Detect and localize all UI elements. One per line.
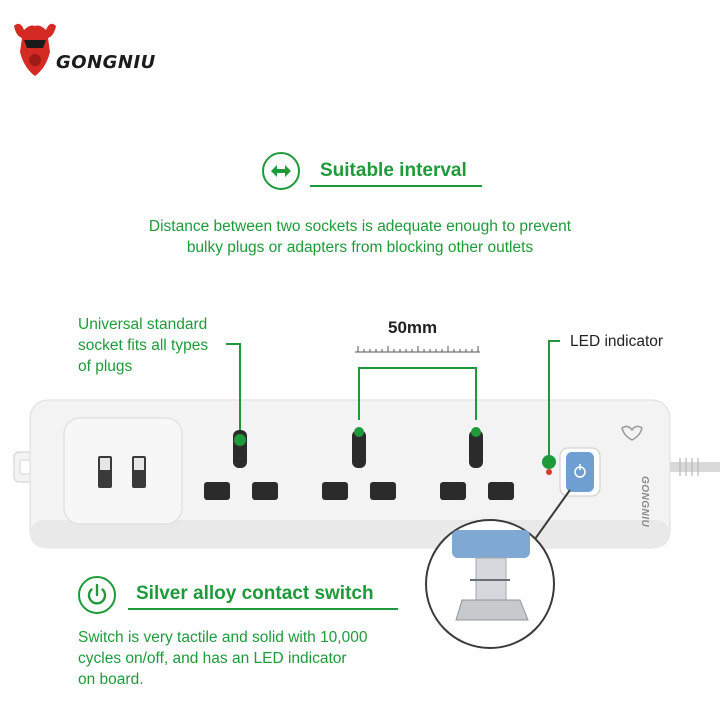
- spacing-label: 50mm: [388, 318, 438, 337]
- strip-body-brand: GONGNIU: [639, 476, 650, 528]
- switch-title: Silver alloy contact switch: [136, 583, 374, 604]
- interval-description-line-2: bulky plugs or adapters from blocking ot…: [186, 239, 534, 256]
- socket-3: [440, 430, 514, 500]
- interval-icon-badge: [262, 152, 300, 190]
- switch-icon-badge: [78, 576, 116, 614]
- switch-description: Switch is very tactile and solid with 10…: [78, 627, 408, 690]
- switch-title-underline: [128, 608, 398, 610]
- interval-description-line-1: Distance between two sockets is adequate…: [148, 218, 572, 235]
- bull-logo-icon: [14, 23, 56, 76]
- power-icon: [87, 583, 107, 605]
- universal-callout-line-3: of plugs: [78, 358, 133, 375]
- universal-socket-callout: Universal standard socket fits all types…: [78, 314, 208, 377]
- switch-description-line-1: Switch is very tactile and solid with 10…: [78, 629, 368, 646]
- double-arrow-icon: [271, 165, 291, 177]
- switch-description-line-3: on board.: [78, 671, 144, 688]
- led-indicator-label: LED indicator: [570, 333, 664, 350]
- socket-2: [322, 430, 396, 500]
- interval-title-underline: [310, 185, 482, 187]
- brand-logo-text: GONGNIU: [56, 52, 156, 73]
- interval-title: Suitable interval: [320, 160, 467, 181]
- switch-description-line-2: cycles on/off, and has an LED indicator: [78, 650, 347, 667]
- power-strip-illustration: [13, 340, 720, 649]
- universal-callout-line-2: socket fits all types: [78, 337, 209, 354]
- universal-callout-line-1: Universal standard: [78, 316, 208, 333]
- interval-description: Distance between two sockets is adequate…: [0, 216, 720, 258]
